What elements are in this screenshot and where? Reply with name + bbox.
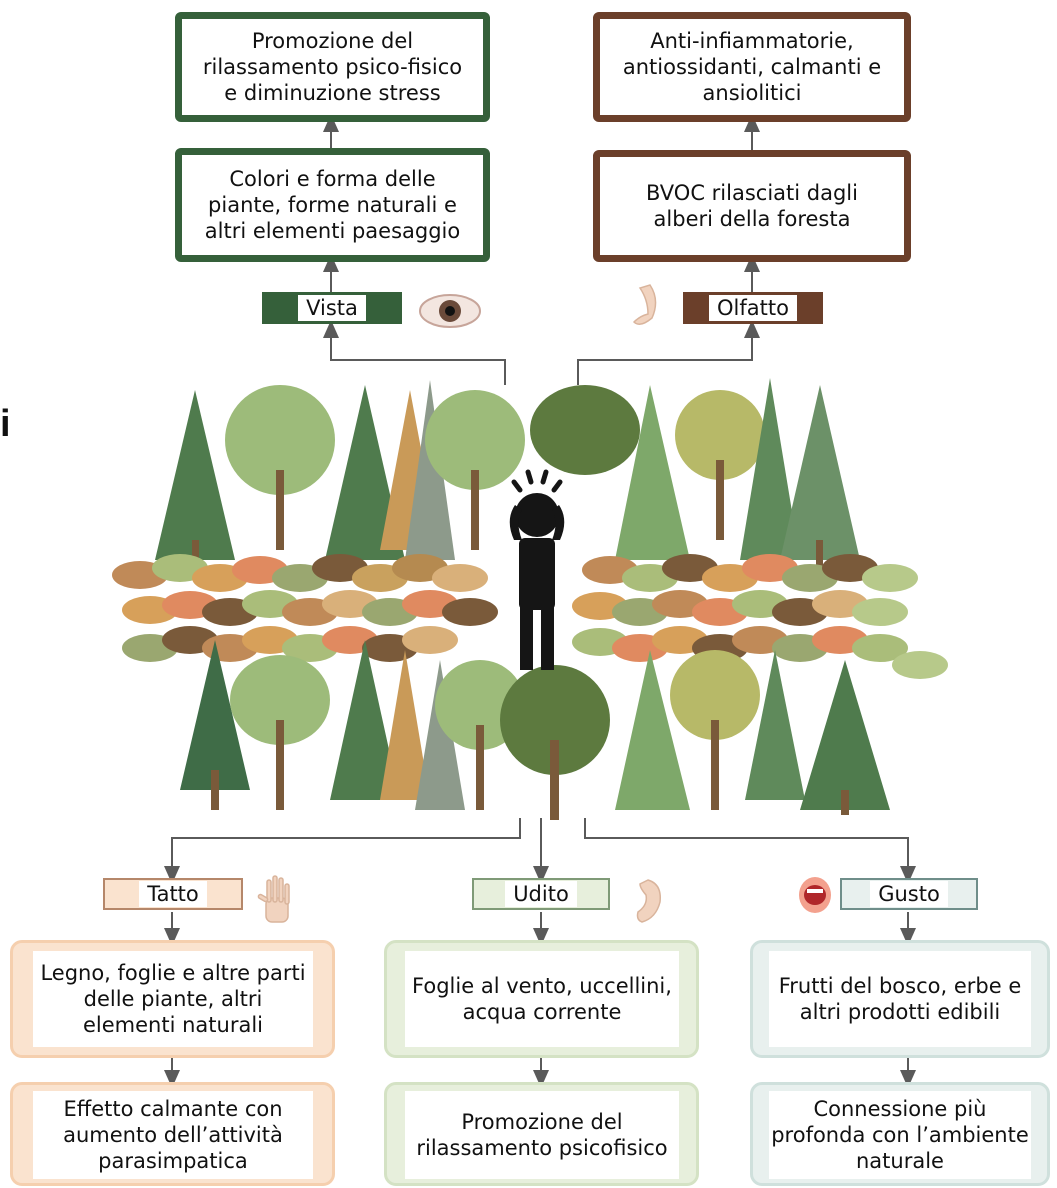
gusto-products-text: Frutti del bosco, erbe e altri prodotti … xyxy=(769,951,1031,1047)
gusto-label-text: Gusto xyxy=(870,881,948,907)
bvoc-box: BVOC rilasciati dagli alberi della fores… xyxy=(593,150,911,262)
tatto-label-text: Tatto xyxy=(139,881,207,907)
ear-icon xyxy=(636,879,661,923)
tatto-elements-box: Legno, foglie e altre parti delle piante… xyxy=(10,940,335,1058)
edge-letter: i xyxy=(0,403,11,445)
nose-icon xyxy=(632,284,657,325)
udito-label: Udito xyxy=(472,878,610,910)
olfatto-label: Olfatto xyxy=(683,292,823,324)
anti-inflammatory-box: Anti-infiammatorie, antiossidanti, calma… xyxy=(593,12,911,122)
tatto-label: Tatto xyxy=(103,878,243,910)
tatto-elements-text: Legno, foglie e altre parti delle piante… xyxy=(33,951,313,1047)
gusto-label: Gusto xyxy=(840,878,978,910)
udito-label-text: Udito xyxy=(505,881,577,907)
gusto-connection-box: Connessione più profonda con l’ambiente … xyxy=(750,1082,1050,1186)
udito-sounds-box: Foglie al vento, uccellini, acqua corren… xyxy=(384,940,699,1058)
eye-icon xyxy=(419,294,481,328)
mouth-icon xyxy=(799,877,831,913)
vista-label-text: Vista xyxy=(298,295,366,321)
connectors xyxy=(164,114,916,1088)
vista-label: Vista xyxy=(262,292,402,324)
udito-relax-text: Promozione del rilassamento psicofisico xyxy=(405,1091,679,1179)
olfatto-label-text: Olfatto xyxy=(709,295,797,321)
tatto-effect-box: Effetto calmante con aumento dell’attivi… xyxy=(10,1082,335,1186)
stressed-person-icon xyxy=(509,469,565,670)
hand-icon xyxy=(257,875,290,923)
tatto-effect-text: Effetto calmante con aumento dell’attivi… xyxy=(33,1091,313,1179)
front-trees xyxy=(180,640,890,820)
udito-relax-box: Promozione del rilassamento psicofisico xyxy=(384,1082,699,1186)
gusto-products-box: Frutti del bosco, erbe e altri prodotti … xyxy=(750,940,1050,1058)
forest-illustration xyxy=(112,378,948,820)
gusto-connection-text: Connessione più profonda con l’ambiente … xyxy=(769,1091,1031,1179)
leaves-band xyxy=(112,554,948,679)
plant-colors-box: Colori e forma delle piante, forme natur… xyxy=(175,148,490,262)
relaxation-stress-box: Promozione del rilassamento psico-fisico… xyxy=(175,12,490,122)
udito-sounds-text: Foglie al vento, uccellini, acqua corren… xyxy=(405,951,679,1047)
back-trees xyxy=(155,378,860,570)
